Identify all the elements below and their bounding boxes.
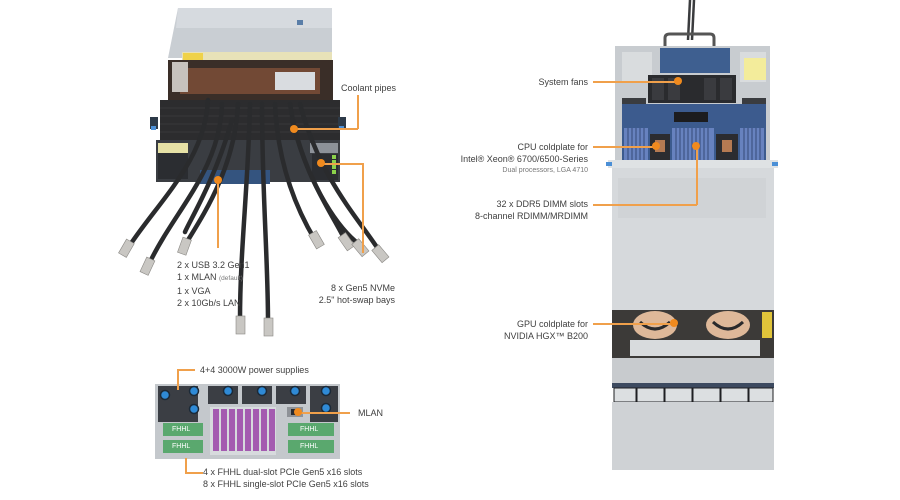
cpu-leader [593, 146, 656, 148]
mlan-leader [298, 412, 350, 414]
front-io-leader [217, 180, 219, 248]
cpu-line3: Dual processors, LGA 4710 [502, 167, 588, 174]
pcie-line1: 4 x FHHL dual-slot PCIe Gen5 x16 slots [203, 467, 363, 477]
nvme-marker [317, 159, 325, 167]
dimm-line1: 32 x DDR5 DIMM slots [496, 199, 588, 209]
front-io-line2-main: 1 x MLAN [177, 272, 220, 282]
rear-panel-view [155, 384, 340, 459]
dimm-marker [692, 142, 700, 150]
coolant-pipes-leader [357, 95, 359, 129]
cpu-marker [652, 142, 660, 150]
quick-disconnect-fittings [118, 230, 390, 337]
fhhl-label: FHHL [172, 443, 191, 450]
front-io-line2: 1 x MLAN (default) [177, 271, 250, 285]
pcie-dual-slot-cards [163, 423, 334, 453]
gpu-marker [670, 319, 678, 327]
cpu-line2: Intel® Xeon® 6700/6500-Series [460, 154, 588, 164]
top-down-internal-view [606, 0, 778, 470]
pcie-leader-v [185, 458, 187, 473]
dimm-leader-v [696, 146, 698, 205]
warning-label [182, 52, 332, 62]
system-fans-leader [593, 81, 678, 83]
drive-bays [613, 387, 774, 403]
nvme-line2: 2.5" hot-swap bays [318, 295, 395, 305]
front-io-line1: 2 x USB 3.2 Gen1 [177, 260, 250, 270]
fhhl-label: FHHL [300, 443, 319, 450]
pcie-leader-h [185, 472, 203, 474]
power-supplies-label: 4+4 3000W power supplies [200, 365, 309, 375]
fhhl-label: FHHL [172, 426, 191, 433]
mlan-label: MLAN [358, 408, 384, 418]
nvme-line1: 8 x Gen5 NVMe [330, 283, 395, 293]
coolant-pipes-marker [290, 125, 298, 133]
dimm-label: 32 x DDR5 DIMM slots 8-channel RDIMM/MRD… [475, 198, 588, 222]
system-fans-marker [674, 77, 682, 85]
front-io-line2-note: (default) [219, 275, 243, 282]
dimm-leader-h [593, 204, 697, 206]
power-leader-h [177, 369, 195, 371]
front-io-marker [214, 176, 222, 184]
dimm-line2: 8-channel RDIMM/MRDIMM [474, 211, 588, 221]
fhhl-label: FHHL [300, 426, 319, 433]
mlan-marker [294, 408, 302, 416]
front-io-label: 2 x USB 3.2 Gen1 1 x MLAN (default) 1 x … [177, 259, 250, 309]
gpu-line2: NVIDIA HGX™ B200 [503, 331, 588, 341]
coolant-pipes-label: Coolant pipes [341, 83, 397, 93]
nvme-leader-h [322, 163, 364, 165]
coolant-pipes-leader-h [294, 128, 358, 130]
gpu-label: GPU coldplate for NVIDIA HGX™ B200 [504, 318, 588, 342]
gpu-line1: GPU coldplate for [516, 319, 588, 329]
front-io-line3: 1 x VGA [177, 286, 211, 296]
pcie-line2: 8 x FHHL single-slot PCIe Gen5 x16 slots [203, 479, 369, 489]
front-io-line4: 2 x 10Gb/s LAN [177, 298, 241, 308]
system-fans-label: System fans [538, 77, 588, 87]
pcie-label: 4 x FHHL dual-slot PCIe Gen5 x16 slots 8… [203, 466, 369, 490]
cpu-line1: CPU coldplate for [517, 142, 588, 152]
nvme-label: 8 x Gen5 NVMe 2.5" hot-swap bays [319, 282, 395, 306]
power-leader-v [177, 370, 179, 390]
gpu-leader [593, 323, 673, 325]
cpu-label: CPU coldplate for Intel® Xeon® 6700/6500… [461, 141, 588, 176]
nvme-leader-v [362, 163, 364, 253]
